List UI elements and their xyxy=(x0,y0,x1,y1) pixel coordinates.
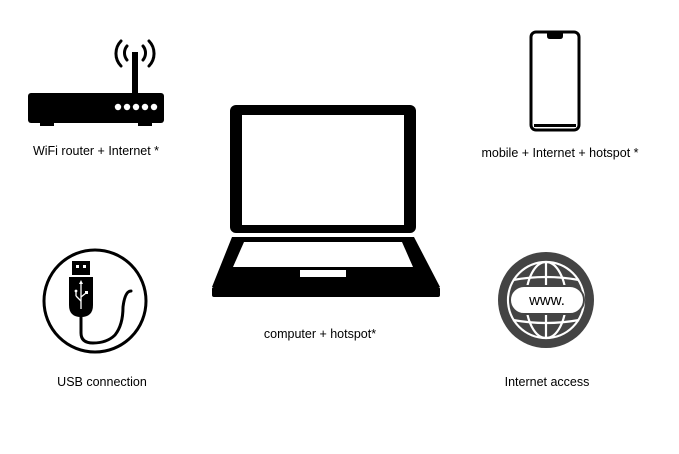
computer-label: computer + hotspot* xyxy=(263,327,377,341)
globe-www-icon xyxy=(498,252,594,348)
usb-label: USB connection xyxy=(57,375,147,389)
router-label: WiFi router + Internet * xyxy=(32,144,160,158)
laptop-icon xyxy=(212,105,440,297)
mobile-label: mobile + Internet + hotspot * xyxy=(481,146,639,160)
www-badge-text: www. xyxy=(529,292,565,309)
wifi-router-icon xyxy=(28,39,164,126)
internet-label: Internet access xyxy=(504,375,590,389)
smartphone-icon xyxy=(529,30,581,132)
usb-cable-icon xyxy=(42,248,148,354)
